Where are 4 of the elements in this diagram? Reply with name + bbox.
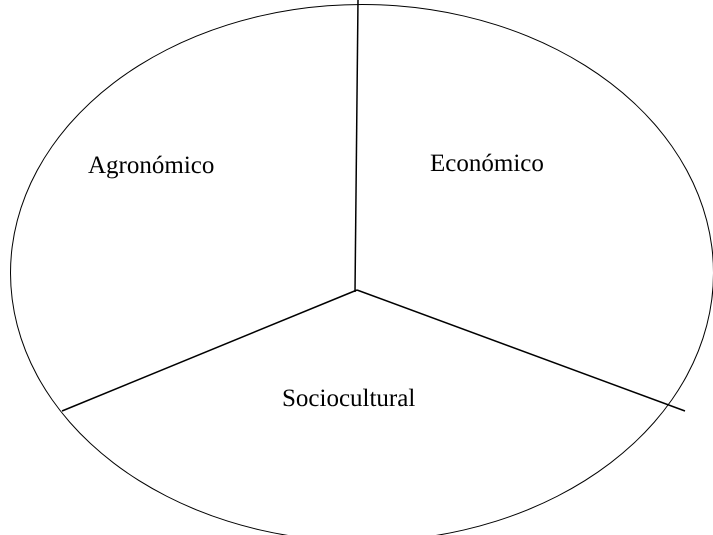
ellipse-outline (10, 4, 713, 535)
segment-label: Agronómico (88, 151, 214, 181)
segment-label: Económico (430, 149, 544, 179)
segment-label: Sociocultural (282, 384, 416, 414)
